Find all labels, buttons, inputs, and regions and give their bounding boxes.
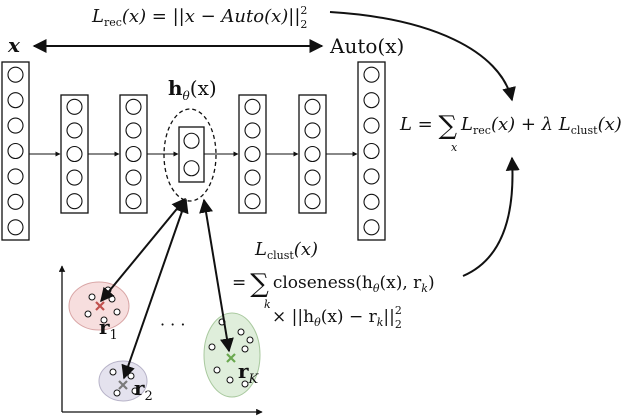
ellipsis-dots: · · · [160,315,185,334]
neuron [7,92,24,109]
latent-point [108,295,116,303]
neuron [7,193,24,210]
neuron [363,142,380,160]
neuron [244,122,261,139]
latent-point [213,366,221,374]
total-sum-index: x [451,141,458,154]
neuron [7,142,24,160]
centroid-1-cross [95,301,105,311]
assoc-arrow-r1 [100,197,186,303]
latent-point [246,336,254,344]
clustering-sum-index: k [264,298,271,311]
neuron [363,193,380,210]
neuron [125,145,142,163]
neuron [7,168,24,185]
latent-point [100,316,108,324]
neuron [244,98,261,115]
latent-point [131,387,139,395]
latent-point [88,293,96,301]
neuron [363,117,380,134]
centroid-1-label: r1 [99,315,118,343]
assoc-arrow-r2 [121,198,189,380]
clust-to-total-arrow [462,156,520,277]
assoc-arrow-rk [199,198,234,353]
clustering-loss-line1: =∑closeness(hθ(x), rk) [232,269,435,299]
clustering-loss-label: Lclust(x) [254,239,318,262]
neuron [125,193,142,210]
neuron [66,122,83,139]
neuron [244,145,261,163]
latent-point [84,310,92,318]
neuron [125,169,142,186]
centroid-k-cross [226,353,236,363]
neuron [244,193,261,210]
neuron [66,169,83,186]
input-label: x [7,33,21,57]
bottleneck-highlight [163,108,217,202]
neuron [7,117,24,134]
latent-point [241,345,249,353]
neuron [125,98,142,115]
neuron [125,122,142,139]
latent-point [237,328,245,336]
total-loss-formula: L = ∑Lrec(x) + λ Lclust(x) [399,111,622,141]
output-label: Auto(x) [329,34,404,58]
latent-point [113,308,121,316]
centroid-2-cross [118,380,128,390]
latent-point [208,343,216,351]
neuron [7,219,24,236]
rec-to-total-arrow [329,11,516,102]
neuron [66,193,83,210]
centroid-2-label: r2 [134,376,153,404]
neuron [304,98,321,115]
neuron [363,66,380,83]
neuron [244,169,261,186]
latent-point [226,376,234,384]
neuron [183,160,200,177]
neuron [363,219,380,236]
latent-point [113,389,121,397]
neuron [183,132,200,149]
neuron [363,92,380,109]
neuron [7,66,24,83]
neuron [304,193,321,210]
neuron [66,145,83,163]
hidden-representation-label: hθ(x) [168,76,217,103]
neuron [304,122,321,139]
latent-point [109,368,117,376]
neuron [304,169,321,186]
centroid-k-label: rK [238,359,260,387]
neuron [304,145,321,163]
network-layers [1,61,386,241]
neuron [66,98,83,115]
latent-point [241,380,249,388]
neuron [363,168,380,185]
